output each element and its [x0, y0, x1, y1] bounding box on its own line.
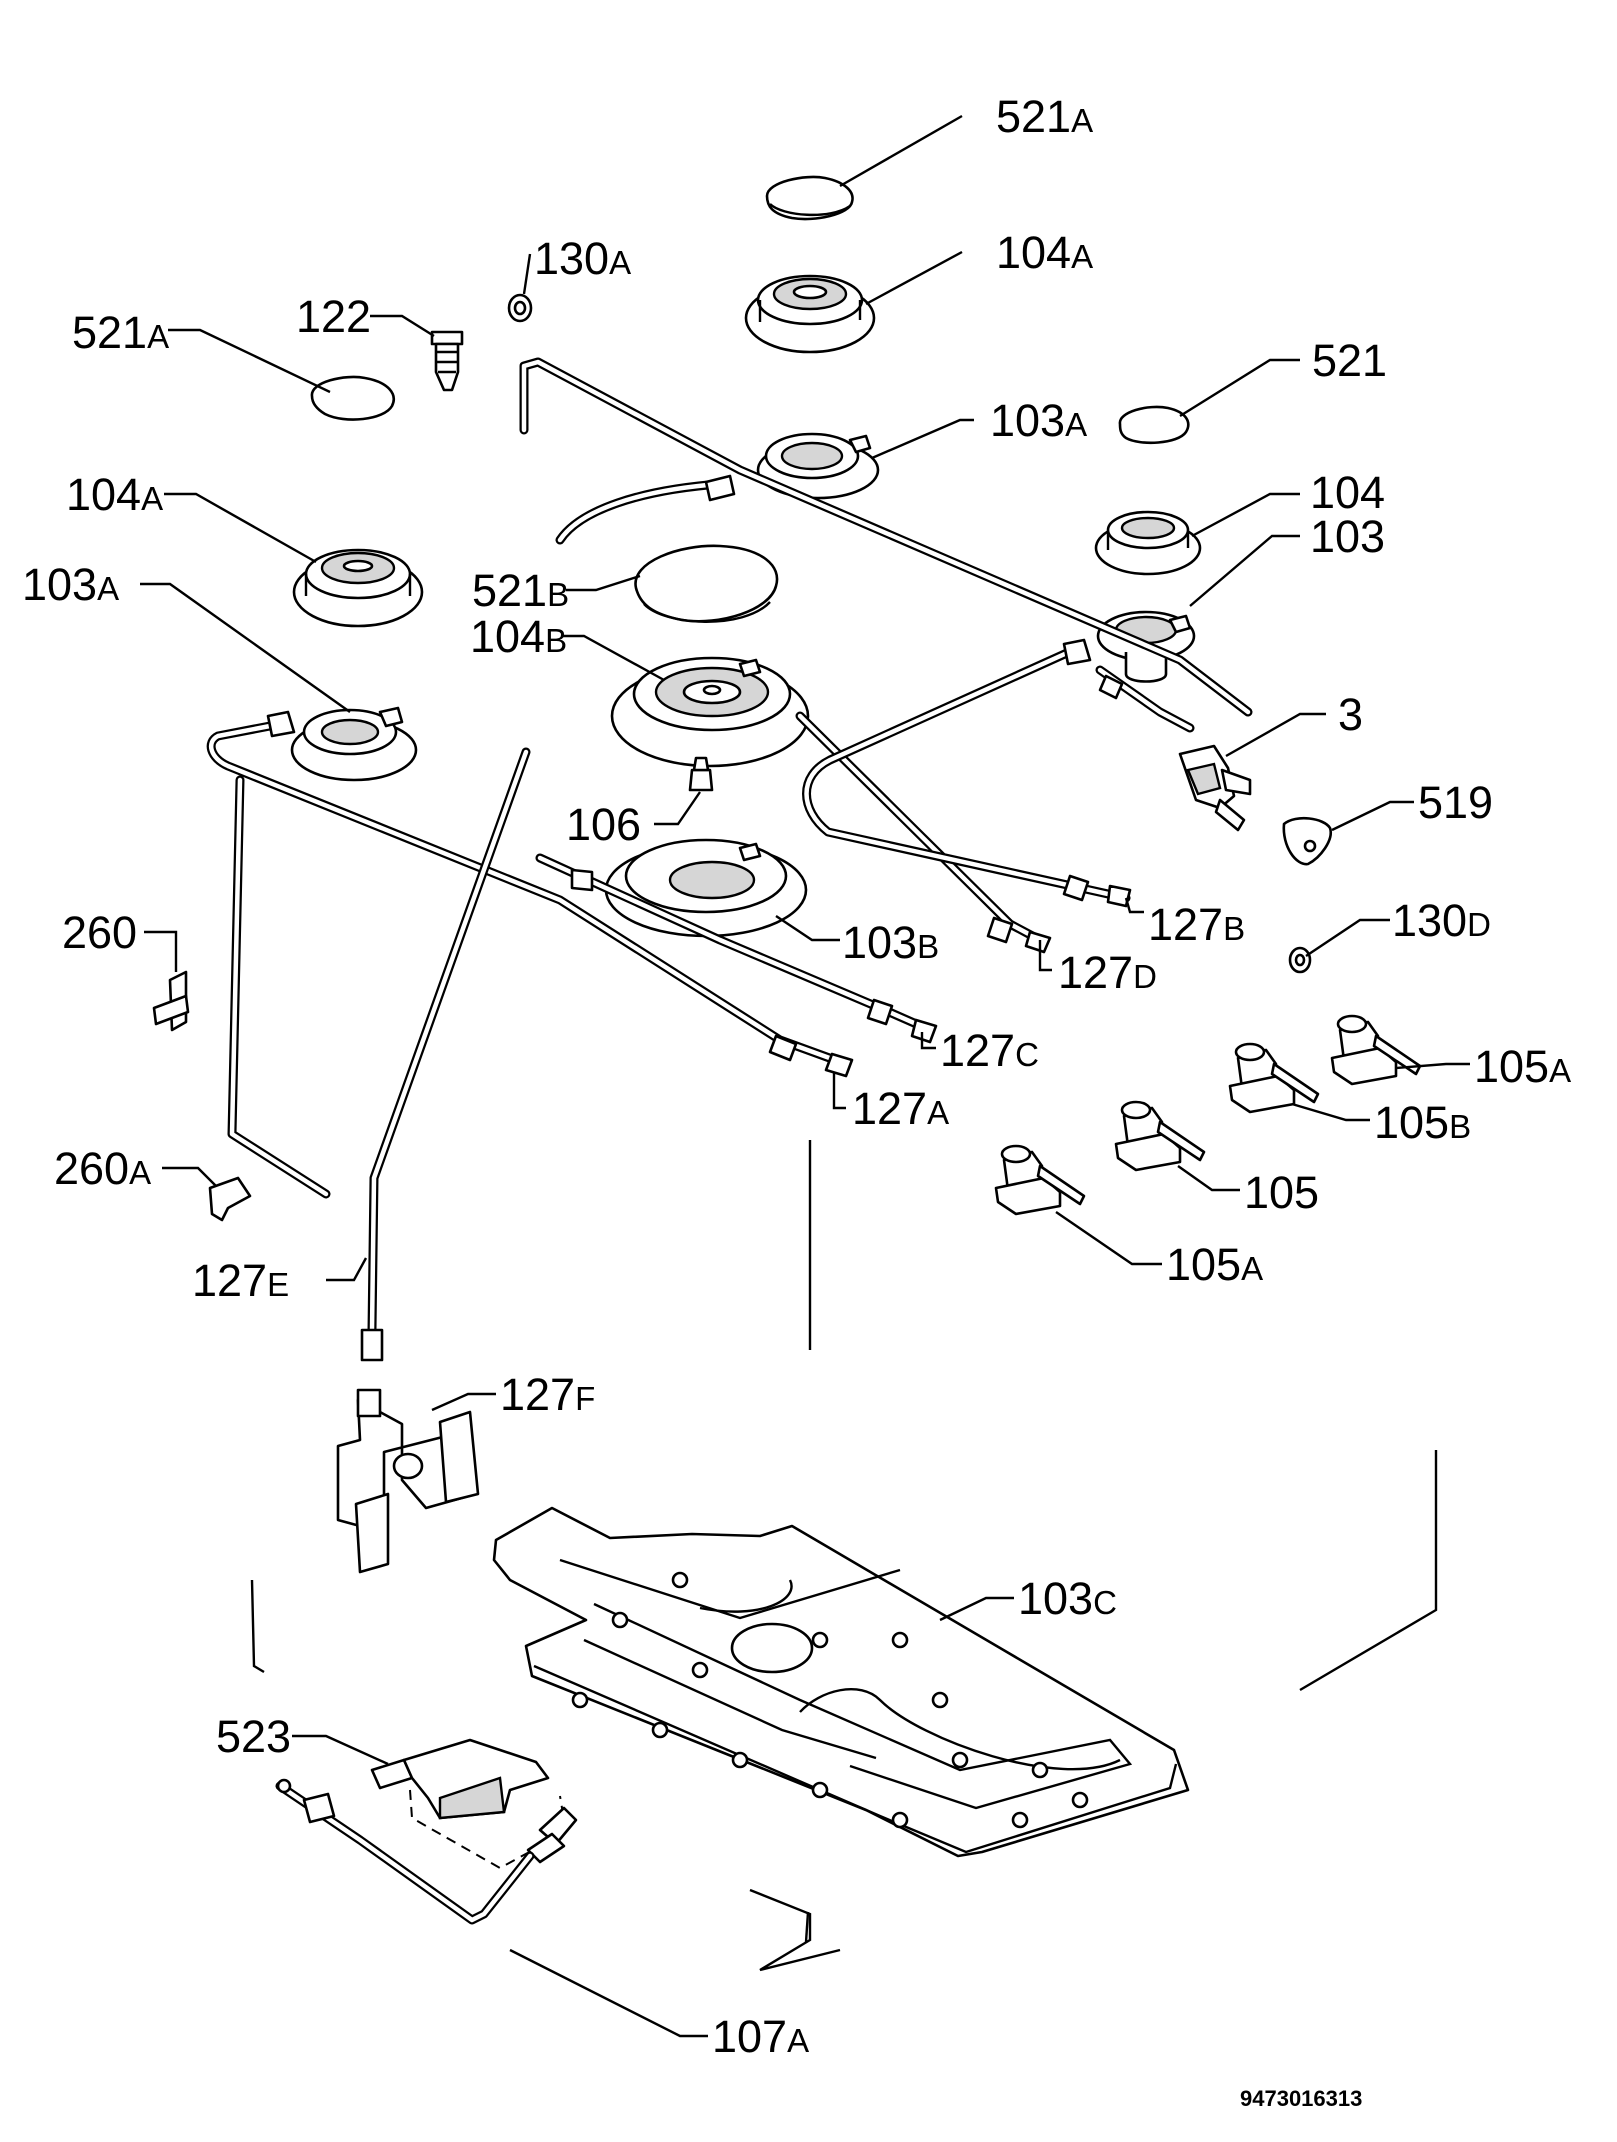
seal-ring-130a — [507, 293, 533, 323]
gas-pipe-upper — [519, 357, 1253, 717]
valve-3 — [1178, 744, 1252, 832]
label-519: 519 — [1418, 777, 1493, 828]
clip-260a — [208, 1176, 252, 1222]
label-105a-right: 105A — [1474, 1041, 1571, 1092]
label-127e: 127E — [192, 1255, 289, 1306]
label-104: 104 — [1310, 467, 1385, 518]
burner-base-103b — [604, 838, 808, 938]
document-code: 9473016313 — [1240, 2086, 1362, 2111]
label-106: 106 — [566, 799, 641, 850]
gas-pipe-127b — [802, 643, 1131, 903]
label-103: 103 — [1310, 511, 1385, 562]
label-105b: 105B — [1374, 1097, 1471, 1148]
burner-cap-521a-left — [310, 375, 395, 421]
label-104b: 104B — [470, 611, 567, 662]
bracket-127f — [336, 1388, 480, 1574]
fitting-122 — [430, 330, 464, 392]
burner-cap-521a-top — [765, 175, 854, 221]
frame-guide-lines — [250, 1140, 1438, 1972]
label-523: 523 — [216, 1711, 291, 1762]
burner-tray-103c — [492, 1506, 1190, 1858]
label-105a-bottom: 105A — [1166, 1239, 1263, 1290]
gas-pipe-127c — [535, 853, 935, 1035]
label-130a: 130A — [534, 233, 631, 284]
knob-519 — [1282, 816, 1332, 866]
label-103a-left: 103A — [22, 559, 119, 610]
burner-crown-104 — [1094, 510, 1202, 576]
label-104a-left: 104A — [66, 469, 163, 520]
burner-cap-521 — [1118, 405, 1190, 445]
label-127c: 127C — [940, 1025, 1039, 1076]
burner-crown-104b — [610, 656, 810, 768]
burner-crown-104a-left — [292, 548, 424, 628]
thermocouple-rod-left — [227, 775, 331, 1199]
gas-tap-105a-right — [1330, 1014, 1422, 1086]
seal-ring-130d — [1288, 946, 1312, 974]
burner-base-103a-left — [290, 706, 418, 782]
gas-tap-105a-bottom — [994, 1144, 1086, 1216]
injector-106 — [688, 756, 714, 792]
burner-base-103a-top — [756, 432, 880, 500]
ignition-wire-107a — [275, 1778, 535, 1925]
tray-holes — [571, 1571, 1089, 1829]
label-127d: 127D — [1058, 947, 1157, 998]
label-127f: 127F — [500, 1369, 595, 1420]
label-521a-left: 521A — [72, 307, 169, 358]
label-260: 260 — [62, 907, 137, 958]
label-105: 105 — [1244, 1167, 1319, 1218]
clip-260 — [152, 970, 190, 1032]
label-260a: 260A — [54, 1143, 151, 1194]
part-labels: 521A 104A 130A 122 521A 521 103A 104A 10… — [22, 91, 1571, 2062]
label-122: 122 — [296, 291, 371, 342]
burner-cap-521b — [634, 544, 779, 623]
igniter-523 — [370, 1738, 578, 1870]
label-107a: 107A — [712, 2011, 809, 2062]
leader-lines — [140, 114, 1470, 2038]
label-103a-mid: 103A — [990, 395, 1087, 446]
label-127a: 127A — [852, 1083, 949, 1134]
gas-pipe-127e — [360, 747, 531, 1362]
burner-crown-104a-top — [744, 274, 876, 354]
label-521b: 521B — [472, 565, 569, 616]
label-521a-top: 521A — [996, 91, 1093, 142]
label-104a-top: 104A — [996, 227, 1093, 278]
label-103c: 103C — [1018, 1573, 1117, 1624]
gas-pipe-127a — [206, 721, 851, 1069]
burner-base-103 — [1096, 610, 1196, 683]
label-521: 521 — [1312, 335, 1387, 386]
pipe-nuts — [266, 474, 1132, 1078]
gas-tap-105b — [1228, 1042, 1320, 1114]
label-127b: 127B — [1148, 899, 1245, 950]
label-3: 3 — [1338, 689, 1363, 740]
label-103b: 103B — [842, 917, 939, 968]
gas-pipe-127d — [795, 711, 1045, 945]
gas-tap-105 — [1114, 1100, 1206, 1172]
label-130d: 130D — [1392, 895, 1491, 946]
gas-pipe-to-103a — [555, 479, 725, 545]
